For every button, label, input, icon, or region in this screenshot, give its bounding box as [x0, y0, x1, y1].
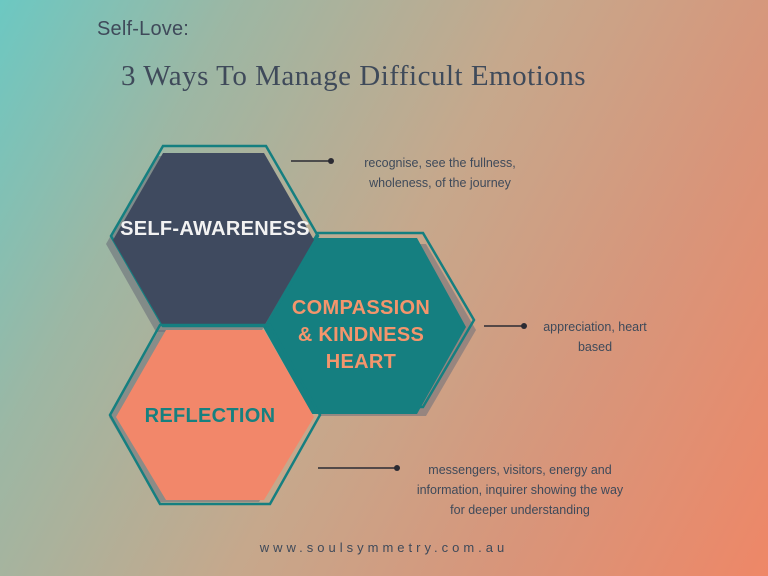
awareness-hex: [113, 153, 314, 326]
note-line: information, inquirer showing the way: [416, 483, 624, 497]
page-title: 3 Ways To Manage Difficult Emotions: [121, 60, 587, 92]
note-line: messengers, visitors, energy and: [428, 463, 612, 477]
note-compassion: appreciation, heart based: [520, 317, 670, 357]
note-line: based: [577, 340, 613, 354]
reflection-hex-outline: [108, 323, 322, 506]
note-line: recognise, see the fullness,: [364, 156, 516, 170]
note-self-awareness: recognise, see the fullness, wholeness, …: [340, 153, 540, 193]
reflection-label: REFLECTION: [144, 405, 276, 427]
compassion-label: COMPASSION & KINDNESS HEART: [276, 295, 446, 376]
connector-3: [318, 465, 400, 471]
reflection-hex: [116, 330, 314, 500]
note-reflection: messengers, visitors, energy and informa…: [395, 460, 645, 520]
compassion-label-line-1: COMPASSION: [291, 297, 431, 319]
self-awareness-label: SELF-AWARENESS: [120, 218, 310, 240]
note-line: appreciation, heart: [543, 320, 647, 334]
compassion-label-line-2: & KINDNESS: [297, 324, 425, 346]
connector-1: [291, 158, 334, 164]
footer-website-link[interactable]: www.soulsymmetry.com.au: [259, 540, 509, 555]
pre-title: Self-Love:: [97, 18, 190, 40]
compassion-label-line-3: HEART: [325, 351, 397, 373]
note-line: for deeper understanding: [450, 503, 590, 517]
connector-2: [484, 323, 527, 329]
compassion-hex: [263, 238, 466, 414]
note-line: wholeness, of the journey: [369, 176, 511, 190]
